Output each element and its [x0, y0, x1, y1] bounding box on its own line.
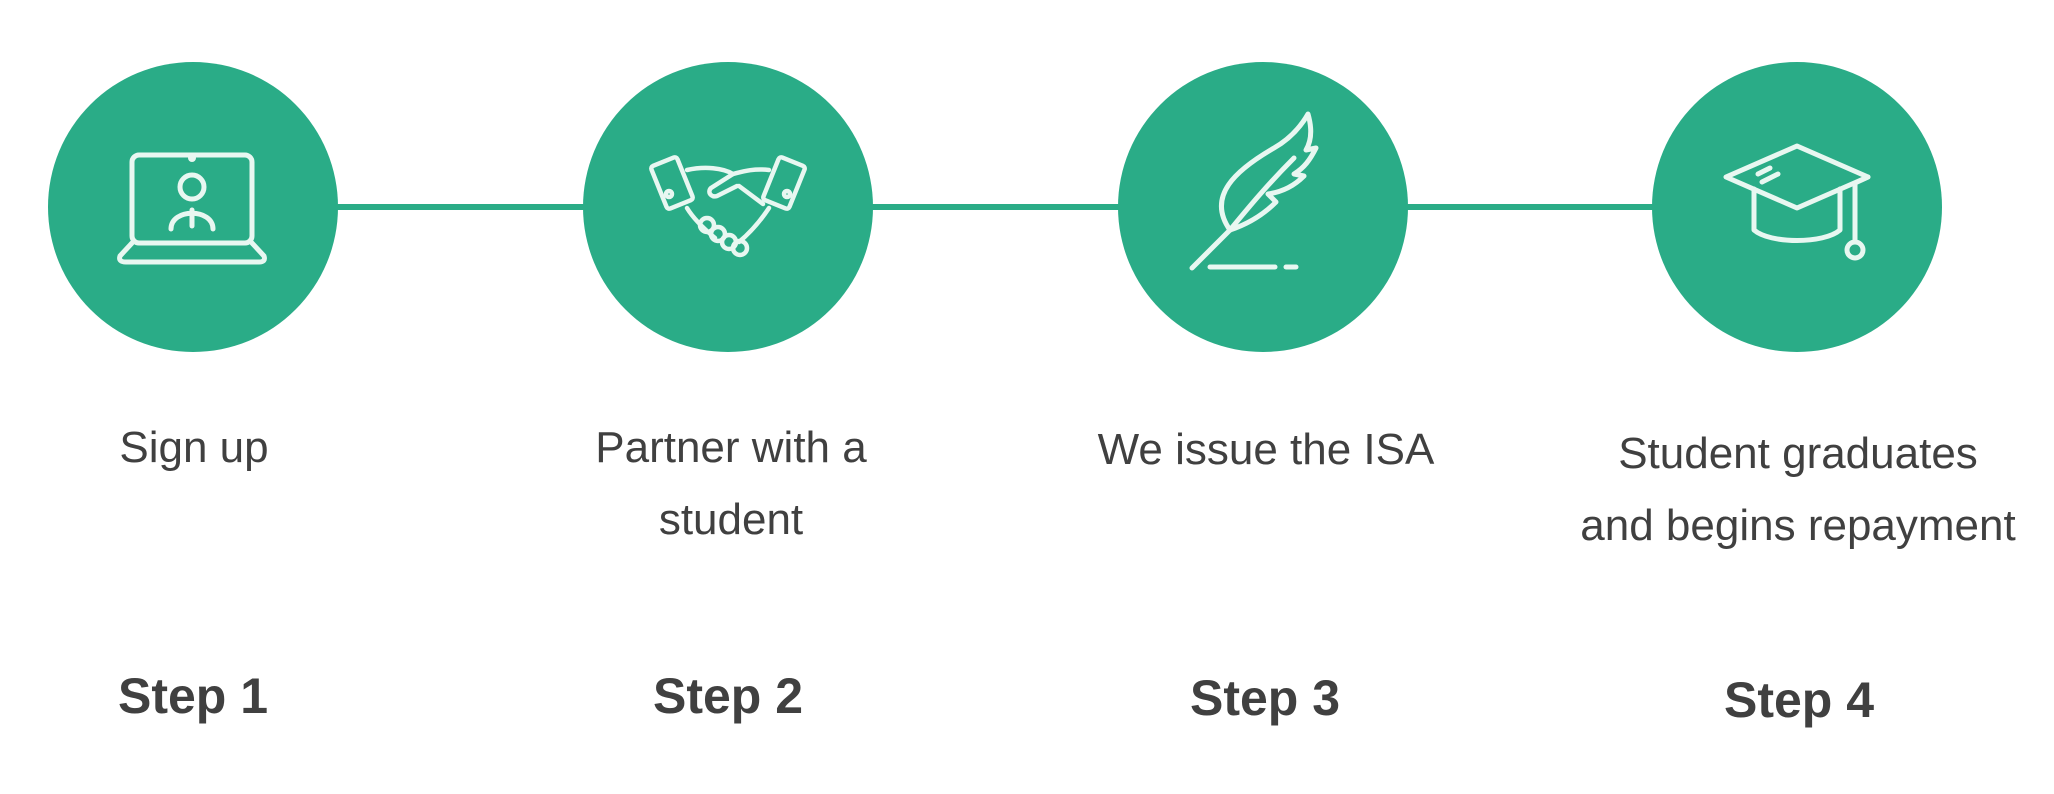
- connector-line-1-2: [330, 204, 590, 210]
- step-3-circle: [1118, 62, 1408, 352]
- step-1-description: Sign up: [119, 423, 269, 472]
- connector-line-2-3: [860, 204, 1130, 210]
- step-2-label: Step 2: [652, 668, 804, 724]
- step-1-circle: [48, 62, 338, 352]
- step-3-description: We issue the ISA: [1097, 425, 1435, 474]
- step-4-label: Step 4: [1723, 672, 1875, 728]
- step-2-description: Partner with a student: [595, 423, 867, 544]
- step-2-circle: [583, 62, 873, 352]
- quill-feather-icon: [1189, 111, 1319, 271]
- graduation-cap-icon: [1723, 143, 1871, 261]
- step-4-circle: [1652, 62, 1942, 352]
- handshake-icon: [649, 155, 807, 258]
- step-3-label: Step 3: [1189, 670, 1341, 726]
- step-1-label: Step 1: [117, 668, 269, 724]
- connector-line-3-4: [1400, 204, 1670, 210]
- step-4-description: Student graduates and begins repayment: [1580, 429, 2016, 550]
- laptop-user-icon: [117, 152, 267, 265]
